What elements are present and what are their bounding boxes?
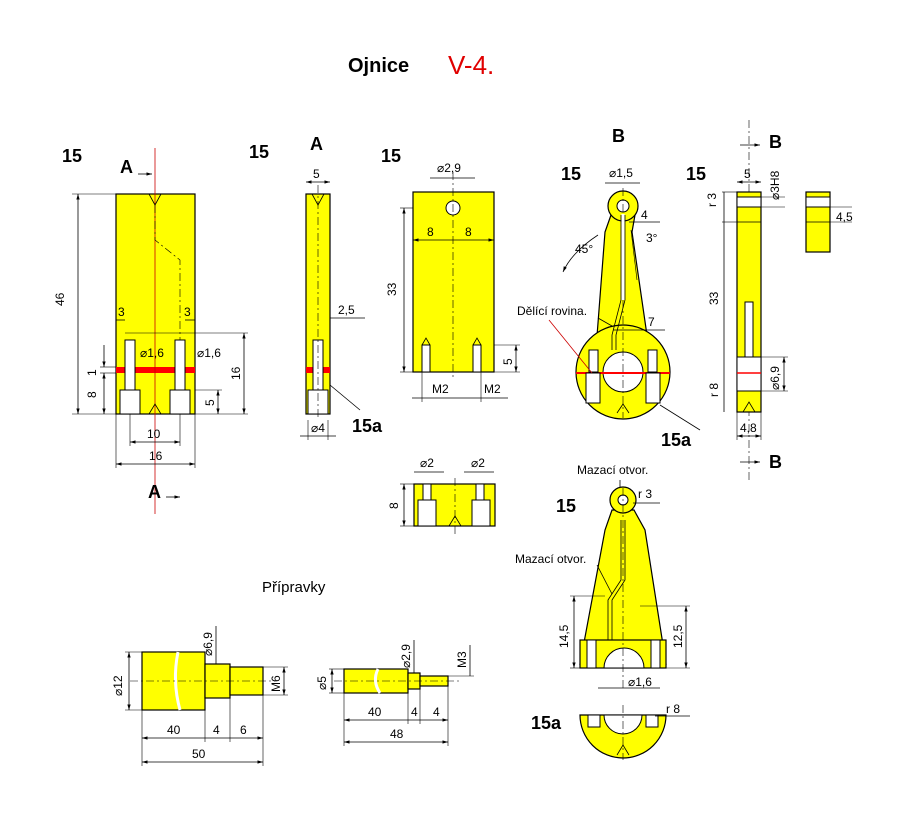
view-front-blank: 15 A 46 3 3 ⌀1,6 ⌀1,6 1 8 <box>53 146 248 514</box>
note-oil-hole-top: Mazací otvor. <box>577 463 648 477</box>
note-oil-hole: Mazací otvor. <box>515 552 586 566</box>
pin-hole-right <box>174 339 186 391</box>
dim-5: 5 <box>501 358 515 365</box>
dim-40: 40 <box>368 705 382 719</box>
dim-m3: M3 <box>455 651 469 668</box>
dim-dia-1-6: ⌀1,6 <box>628 675 652 689</box>
dim-1: 1 <box>85 369 99 376</box>
dim-3-right: 3 <box>184 305 191 319</box>
dim-3-deg: 3° <box>646 231 658 245</box>
dim-dia-2-right: ⌀2 <box>471 456 485 470</box>
dim-dia-4: ⌀4 <box>311 421 325 435</box>
section-label-a-top: A <box>120 157 133 177</box>
part-label-15: 15 <box>686 164 706 184</box>
dim-7: 7 <box>648 315 655 329</box>
fixture-2: ⌀5 ⌀2,9 M3 40 4 4 48 <box>315 640 474 746</box>
dim-12-5: 12,5 <box>671 624 685 648</box>
fixtures-heading: Přípravky <box>262 579 326 596</box>
dim-14-5: 14,5 <box>557 624 571 648</box>
dim-8-right: 8 <box>465 225 472 239</box>
block-body <box>412 191 495 373</box>
dim-50: 50 <box>192 747 206 761</box>
dim-5: 5 <box>203 399 217 406</box>
dim-dia-6-9: ⌀6,9 <box>768 366 782 390</box>
dim-r8: r 8 <box>707 383 721 397</box>
dim-dia-5: ⌀5 <box>315 676 329 690</box>
part-label-15a: 15a <box>352 416 383 436</box>
part-label-15: 15 <box>561 164 581 184</box>
dim-m2-left: M2 <box>432 382 449 396</box>
dim-r3: r 3 <box>705 193 719 207</box>
dim-dia-1-5: ⌀1,5 <box>609 166 633 180</box>
part-label-15: 15 <box>381 146 401 166</box>
dim-dia-3h8: ⌀3H8 <box>768 170 782 200</box>
dim-m6: M6 <box>269 675 283 692</box>
dim-3-left: 3 <box>118 305 125 319</box>
dim-16-horizontal: 16 <box>149 449 163 463</box>
view-connecting-rod: B 15 ⌀1,5 4 45° 3° Dělící rovina. 7 15a <box>517 126 701 450</box>
section-label-b-bottom: B <box>769 452 782 472</box>
dim-8: 8 <box>387 502 401 509</box>
dim-8-left: 8 <box>427 225 434 239</box>
dim-33: 33 <box>385 282 399 296</box>
dim-r8: r 8 <box>666 702 680 716</box>
dim-4: 4 <box>213 723 220 737</box>
cap-body <box>579 714 667 759</box>
dim-46: 46 <box>53 292 67 306</box>
part-label-15a: 15a <box>661 430 692 450</box>
section-label-a-bottom: A <box>148 482 161 502</box>
dim-4-a: 4 <box>411 705 418 719</box>
part-label-15: 15 <box>556 496 576 516</box>
dim-4-b: 4 <box>433 705 440 719</box>
dim-dia-12: ⌀12 <box>111 675 125 696</box>
dim-2-5: 2,5 <box>338 303 355 317</box>
view-cap-15a: 15a r 8 <box>531 702 690 760</box>
dim-5: 5 <box>744 167 751 181</box>
view-side-blank: 15 A 5 2,5 ⌀4 15a <box>249 134 383 440</box>
view-block-segment: ⌀2 ⌀2 8 <box>387 456 496 534</box>
dim-dia-1-6-left: ⌀1,6 <box>140 346 164 360</box>
view-finished-rod: Mazací otvor. 15 r 3 Mazací otvor. 14,5 … <box>515 463 690 690</box>
dim-5: 5 <box>313 167 320 181</box>
dim-m2-right: M2 <box>484 382 501 396</box>
view-block-with-hole: 15 ⌀2,9 8 8 33 5 M2 M2 <box>381 146 520 402</box>
note-parting-plane: Dělící rovina. <box>517 304 587 318</box>
section-label-a: A <box>310 134 323 154</box>
dim-8: 8 <box>85 391 99 398</box>
dim-40: 40 <box>167 723 181 737</box>
dim-4-5: 4,5 <box>836 210 853 224</box>
pin-hole-left <box>124 339 136 391</box>
fixture-1: ⌀12 ⌀6,9 M6 40 4 6 50 <box>111 626 288 766</box>
dim-dia-1-6-right: ⌀1,6 <box>197 346 221 360</box>
dim-4-8: 4,8 <box>740 421 757 435</box>
page-title: Ojnice <box>348 55 409 77</box>
view-section-b-b: B 15 5 r 3 33 r 8 ⌀3H8 ⌀6,9 4,8 B <box>686 120 853 482</box>
dim-dia-2-9: ⌀2,9 <box>399 644 413 668</box>
section-label-b: B <box>612 126 625 146</box>
dim-6: 6 <box>240 723 247 737</box>
dim-4: 4 <box>641 208 648 222</box>
dim-dia-6-9: ⌀6,9 <box>201 632 215 656</box>
section-label-b-top: B <box>769 132 782 152</box>
dim-16-vertical: 16 <box>229 366 243 380</box>
dim-r3: r 3 <box>638 487 652 501</box>
dim-10: 10 <box>147 427 161 441</box>
dim-48: 48 <box>390 727 404 741</box>
parting-line <box>116 367 195 373</box>
part-label-15: 15 <box>249 142 269 162</box>
part-label-15a: 15a <box>531 713 562 733</box>
hidden-line <box>154 205 181 414</box>
dim-dia-2-left: ⌀2 <box>420 456 434 470</box>
version-label: V-4. <box>448 50 494 80</box>
dim-dia-2-9: ⌀2,9 <box>437 161 461 175</box>
dim-33: 33 <box>707 291 721 305</box>
part-label-15: 15 <box>62 146 82 166</box>
dim-45-deg: 45° <box>575 242 593 256</box>
